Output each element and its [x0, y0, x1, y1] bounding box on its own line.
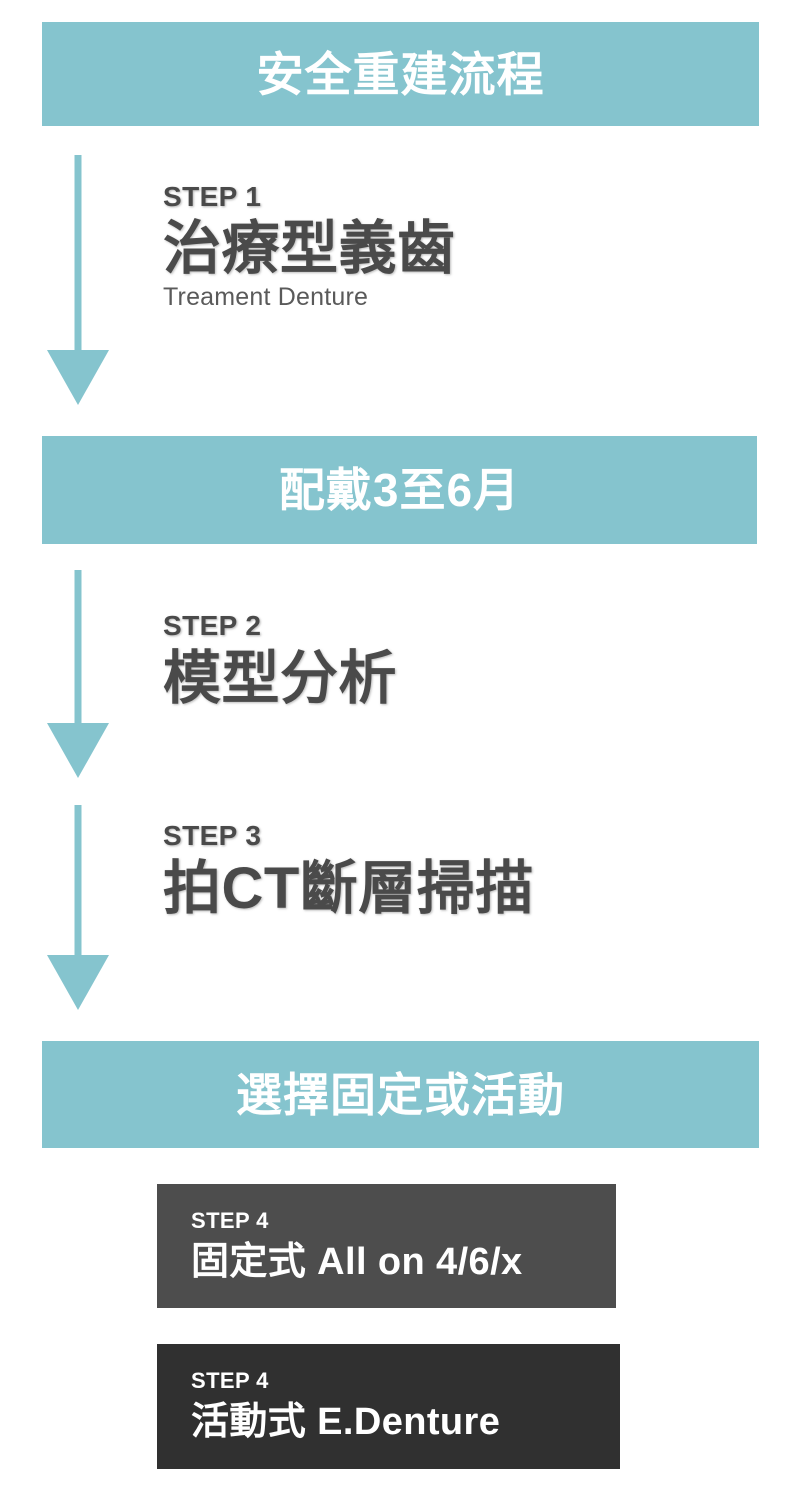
- arrow-head: [47, 723, 109, 778]
- banner-label: 配戴3至6月: [278, 464, 521, 516]
- banner-label: 安全重建流程: [256, 47, 545, 101]
- option-removable-tag: STEP 4: [191, 1368, 269, 1394]
- arrow-stem: [74, 155, 82, 351]
- step-3-title: 拍CT斷層掃描: [163, 856, 534, 921]
- step-1-tag: STEP 1: [163, 181, 262, 212]
- arrow-stem: [74, 570, 82, 724]
- step-3-tag: STEP 3: [163, 820, 262, 851]
- option-card-fixed[interactable]: STEP 4 固定式 All on 4/6/x: [157, 1184, 616, 1308]
- step-2-block: STEP 2 模型分析: [163, 612, 397, 710]
- step-2-title: 模型分析: [163, 646, 398, 711]
- arrow-stem: [74, 805, 82, 956]
- arrow-head: [47, 350, 109, 405]
- banner-label: 選擇固定或活動: [236, 1068, 565, 1121]
- down-arrow-icon-3: [47, 805, 109, 1013]
- step-3-block: STEP 3 拍CT斷層掃描: [163, 822, 534, 920]
- step-2-tag: STEP 2: [163, 610, 262, 641]
- option-fixed-tag: STEP 4: [191, 1207, 269, 1233]
- step-1-subtitle: Treament Denture: [163, 282, 369, 311]
- banner-wear-duration: 配戴3至6月: [42, 436, 757, 544]
- banner-choose-fixed-or-removable: 選擇固定或活動: [42, 1041, 759, 1148]
- option-removable-title: 活動式 E.Denture: [191, 1401, 501, 1444]
- step-1-title: 治療型義齒: [163, 216, 456, 281]
- down-arrow-icon-1: [47, 155, 109, 405]
- step-1-block: STEP 1 治療型義齒 Treament Denture: [163, 183, 456, 311]
- arrow-head: [47, 955, 109, 1010]
- option-fixed-title: 固定式 All on 4/6/x: [191, 1240, 523, 1283]
- down-arrow-icon-2: [47, 570, 109, 778]
- banner-safe-reconstruction-process: 安全重建流程: [42, 22, 759, 126]
- option-card-removable[interactable]: STEP 4 活動式 E.Denture: [157, 1344, 620, 1469]
